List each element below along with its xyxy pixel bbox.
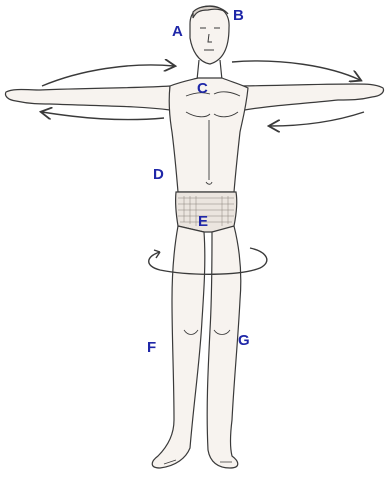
label-a: A <box>172 24 183 39</box>
label-c: C <box>197 81 208 96</box>
left-arm-arrow-lower-icon <box>42 112 164 120</box>
head <box>190 6 229 80</box>
left-arm-arrow-upper-icon <box>42 65 174 86</box>
label-f: F <box>147 340 156 355</box>
hip-rotation-arrow <box>149 248 267 274</box>
label-g: G <box>238 333 250 348</box>
label-b: B <box>233 8 244 23</box>
right-arm-arrow-lower-icon <box>270 112 364 126</box>
label-d: D <box>153 167 164 182</box>
label-e: E <box>198 214 208 229</box>
right-arm-arrow-upper-icon <box>232 61 360 80</box>
legs <box>152 226 241 468</box>
